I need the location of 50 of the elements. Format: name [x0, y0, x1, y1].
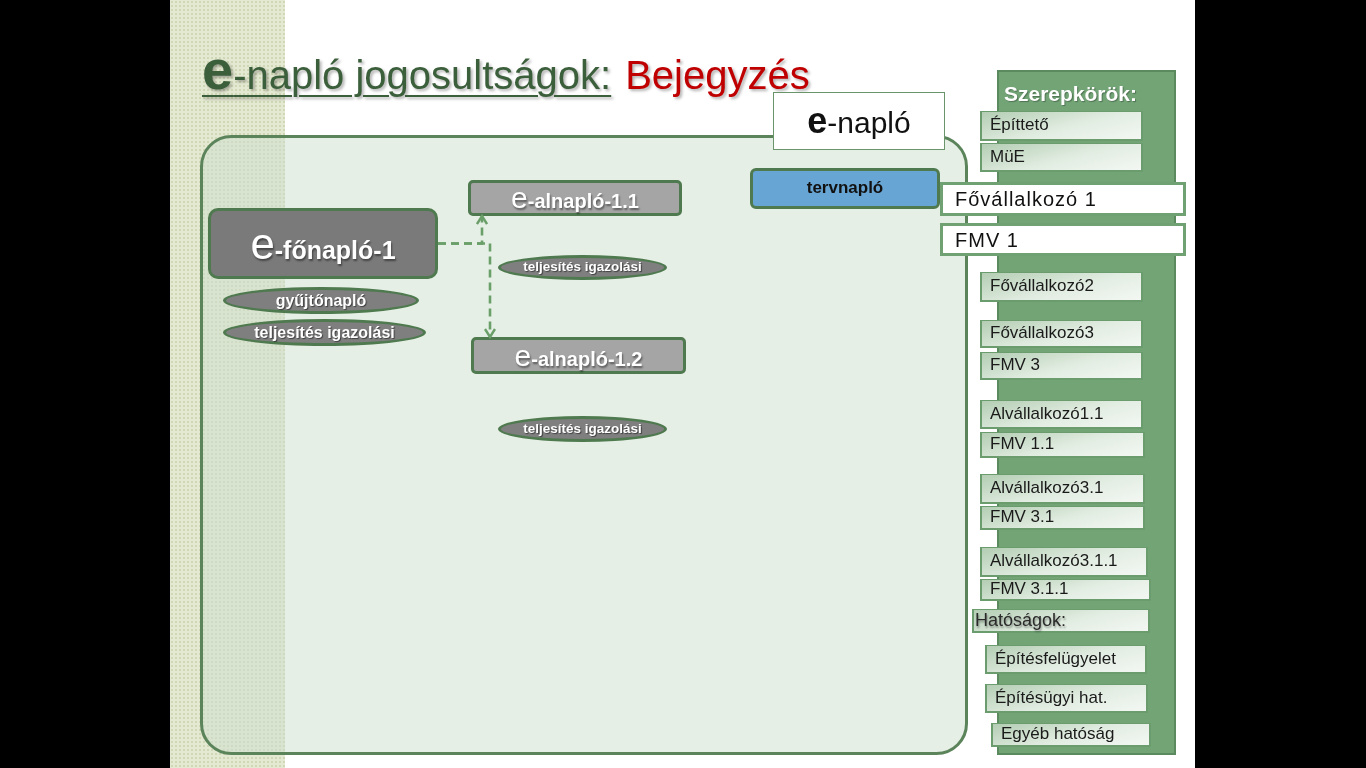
role-row [980, 320, 1143, 348]
role-label: Alvállalkozó3.1 [990, 479, 1104, 498]
role-label: Építtető [990, 116, 1049, 135]
section-heading: Hatóságok: [975, 610, 1067, 631]
role-label: FMV 3.1.1 [990, 580, 1069, 599]
role-row [980, 143, 1143, 172]
role-row [980, 432, 1145, 458]
panel-heading: Szerepkörök: [1004, 82, 1138, 106]
role-label: FMV 3 [990, 356, 1041, 375]
main-journal-box [208, 208, 438, 279]
dashed-arrow [438, 242, 497, 339]
journal-title: e-alnapló-1.1 [511, 183, 639, 213]
role-label: FMV 1 [955, 228, 1019, 251]
role-label: FMV 3.1 [990, 508, 1055, 527]
role-row [980, 506, 1145, 530]
tag-label: teljesítés igazolási [523, 421, 642, 437]
authorities-row [972, 609, 1150, 633]
role-label: Fővállalkozó2 [990, 277, 1094, 296]
tag-label: teljesítés igazolási [254, 323, 395, 342]
role-label: Alvállalkozó1.1 [990, 404, 1104, 424]
role-label: MüE [990, 147, 1025, 167]
journal-title: tervnapló [806, 179, 884, 198]
role-row [980, 272, 1143, 302]
role-label: Fővállalkozó3 [990, 324, 1094, 343]
role-row [940, 182, 1186, 216]
role-label: Építésfelügyelet [995, 649, 1116, 669]
role-label: Fővállalkozó 1 [955, 188, 1097, 210]
plan-journal-box [750, 168, 940, 209]
role-row [985, 684, 1148, 713]
role-row [980, 579, 1151, 601]
role-row [980, 400, 1143, 429]
role-row [980, 111, 1143, 141]
role-label: FMV 1.1 [990, 435, 1055, 454]
panel-tab-label: e-napló [807, 101, 911, 141]
role-label: Egyéb hatóság [1001, 725, 1115, 744]
role-label: Építésügyi hat. [995, 688, 1108, 708]
role-row [980, 474, 1145, 504]
role-row [940, 223, 1186, 256]
tag-label: gyűjtőnapló [275, 291, 367, 310]
title-highlight: Bejegyzés [625, 52, 810, 99]
slide-title: e-napló jogosultságok: [202, 37, 612, 103]
journal-title: e-alnapló-1.2 [514, 340, 643, 371]
role-label: Alvállalkozó3.1.1 [990, 552, 1118, 571]
sub-journal-box [471, 337, 686, 374]
tag-label: teljesítés igazolási [523, 260, 642, 275]
role-row [985, 645, 1147, 674]
role-row [980, 547, 1148, 577]
journal-title: e-főnapló-1 [250, 221, 396, 266]
role-row [980, 352, 1143, 380]
sub-journal-box [468, 180, 682, 216]
